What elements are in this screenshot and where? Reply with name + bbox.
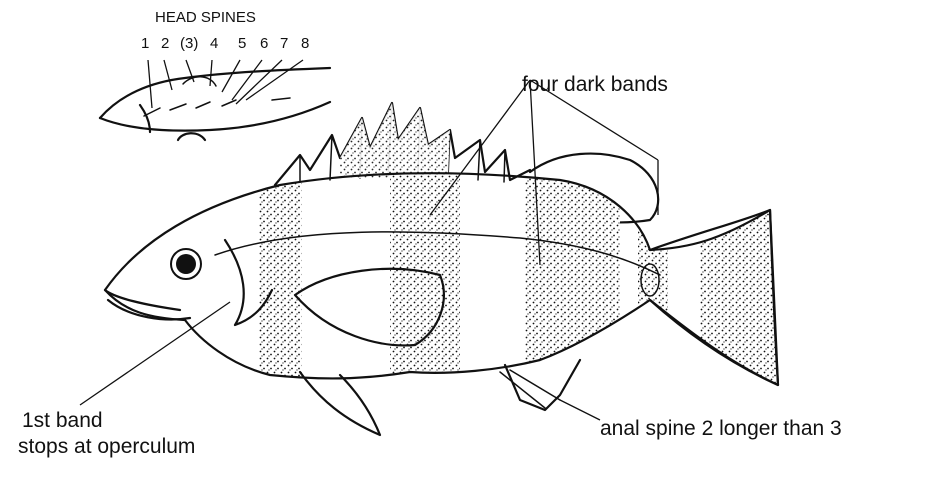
band-3 [525, 150, 620, 390]
head-spines-inset [100, 60, 330, 140]
spine-number-6: 6 [260, 36, 268, 51]
spine-number-7: 7 [280, 36, 288, 51]
pelvic-fin [300, 372, 380, 435]
anal-spine-leader [560, 400, 600, 420]
first-band-label-line1: 1st band [22, 410, 103, 431]
pupil [176, 254, 196, 274]
anal-spine-label: anal spine 2 longer than 3 [600, 418, 842, 439]
inset-head-bottom-outline [100, 102, 330, 131]
inset-head-top-outline [100, 68, 330, 118]
inset-dash [272, 98, 290, 100]
inset-spine-marks [144, 100, 236, 116]
four-dark-bands-label: four dark bands [522, 74, 668, 95]
spine-number-1: 1 [141, 36, 149, 51]
tail-band [700, 150, 780, 410]
spine-number-2: 2 [161, 36, 169, 51]
spine-number-leaders [148, 60, 303, 108]
spine-number-5: 5 [238, 36, 246, 51]
inset-lower-bump [178, 133, 205, 140]
spine-number-4: 4 [210, 36, 218, 51]
spine-number-3: (3) [180, 36, 198, 51]
first-band-label-line2: stops at operculum [18, 436, 195, 457]
dark-bands [258, 150, 780, 410]
head-spines-title: HEAD SPINES [155, 10, 256, 25]
spine-number-8: 8 [301, 36, 309, 51]
